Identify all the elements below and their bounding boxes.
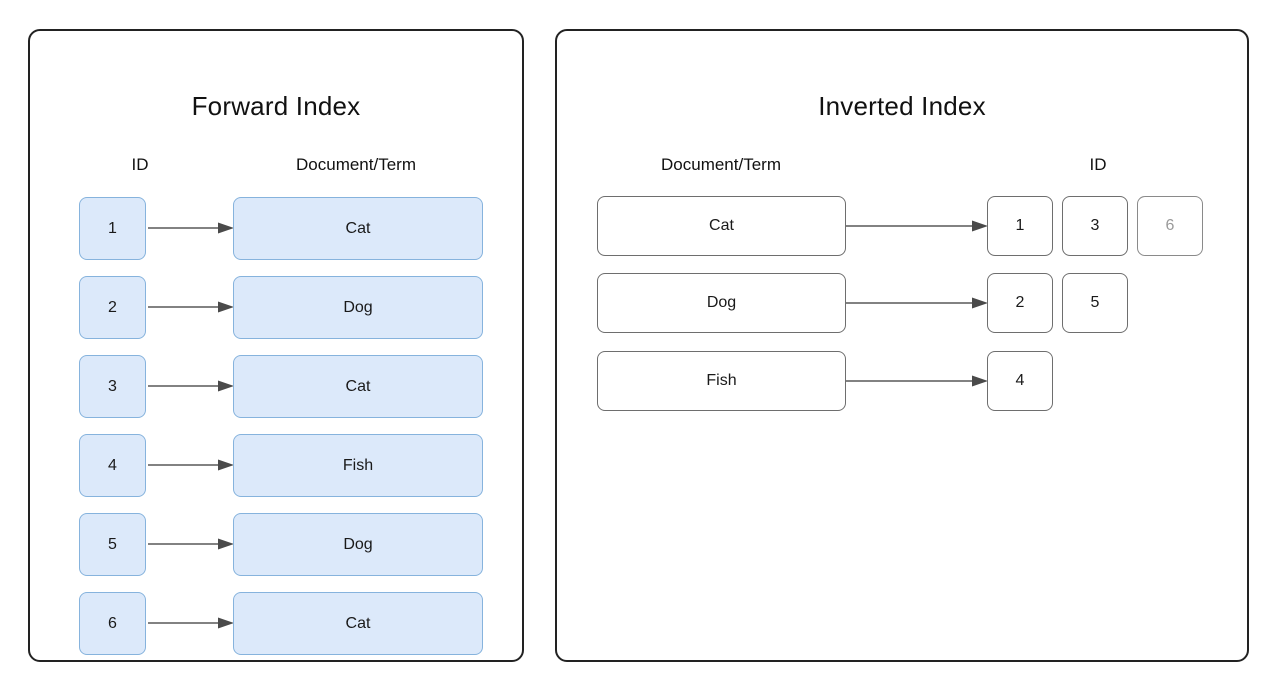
- forward-term-box[interactable]: Dog: [233, 513, 483, 576]
- inverted-id-box[interactable]: 2: [987, 273, 1053, 333]
- forward-arrow-icon: [148, 538, 234, 550]
- forward-id-box[interactable]: 4: [79, 434, 146, 497]
- forward-term-box[interactable]: Cat: [233, 197, 483, 260]
- inverted-id-box[interactable]: 6: [1137, 196, 1203, 256]
- forward-arrow-icon: [148, 301, 234, 313]
- inverted-arrow-icon: [846, 297, 988, 309]
- inverted-term-box[interactable]: Dog: [597, 273, 846, 333]
- inverted-id-box[interactable]: 3: [1062, 196, 1128, 256]
- inverted-column-header-term: Document/Term: [661, 155, 781, 174]
- inverted-index-title: Inverted Index: [818, 90, 986, 121]
- forward-term-box[interactable]: Cat: [233, 355, 483, 418]
- inverted-index-panel: Inverted Index Document/Term ID Cat 1 3 …: [555, 29, 1249, 662]
- forward-id-box[interactable]: 1: [79, 197, 146, 260]
- inverted-id-box[interactable]: 4: [987, 351, 1053, 411]
- inverted-id-box[interactable]: 1: [987, 196, 1053, 256]
- inverted-id-box[interactable]: 5: [1062, 273, 1128, 333]
- forward-arrow-icon: [148, 380, 234, 392]
- forward-term-box[interactable]: Dog: [233, 276, 483, 339]
- forward-arrow-icon: [148, 617, 234, 629]
- inverted-arrow-icon: [846, 220, 988, 232]
- forward-id-box[interactable]: 6: [79, 592, 146, 655]
- forward-arrow-icon: [148, 222, 234, 234]
- inverted-arrow-icon: [846, 375, 988, 387]
- forward-term-box[interactable]: Cat: [233, 592, 483, 655]
- inverted-term-box[interactable]: Cat: [597, 196, 846, 256]
- forward-arrow-icon: [148, 459, 234, 471]
- forward-term-box[interactable]: Fish: [233, 434, 483, 497]
- forward-id-box[interactable]: 5: [79, 513, 146, 576]
- forward-index-title: Forward Index: [191, 90, 361, 121]
- inverted-column-header-id: ID: [1089, 155, 1107, 174]
- forward-column-header-id: ID: [131, 155, 149, 174]
- forward-index-panel: Forward Index ID Document/Term 1 Cat 2 D…: [28, 29, 524, 662]
- forward-column-header-term: Document/Term: [296, 155, 416, 174]
- forward-id-box[interactable]: 3: [79, 355, 146, 418]
- forward-id-box[interactable]: 2: [79, 276, 146, 339]
- inverted-term-box[interactable]: Fish: [597, 351, 846, 411]
